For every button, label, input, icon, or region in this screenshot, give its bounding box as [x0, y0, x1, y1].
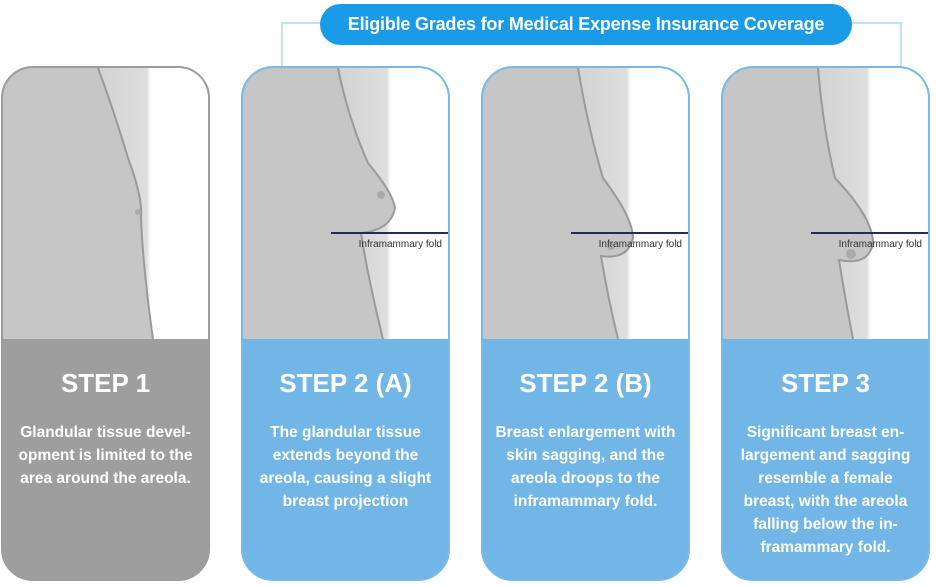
step-description: The glandular tissue extends beyond the …	[259, 424, 432, 510]
inframammary-fold-line	[811, 232, 928, 234]
torso-photo	[3, 68, 208, 339]
step-description: Breast enlargement with skin sagging, an…	[495, 424, 676, 510]
card-step-2b: Inframammary fold STEP 2 (B) Breast enla…	[481, 66, 690, 581]
fold-label: Inframammary fold	[598, 239, 682, 250]
card-step-2a: Inframammary fold STEP 2 (A) The glandul…	[241, 66, 450, 581]
coverage-header: Eligible Grades for Medical Expense Insu…	[320, 4, 852, 45]
step-description: Significant breast en-largement and sagg…	[740, 424, 911, 556]
step-title: STEP 2 (A)	[279, 368, 412, 398]
fold-label: Inframammary fold	[358, 239, 442, 250]
torso-photo: Inframammary fold	[243, 68, 448, 339]
step-title: STEP 3	[780, 368, 871, 398]
torso-photo: Inframammary fold	[723, 68, 928, 339]
card-step-3: Inframammary fold STEP 3 Significant bre…	[721, 66, 930, 581]
card-step-1: STEP 1 Glandular tissue devel-opment is …	[1, 66, 210, 581]
fold-label: Inframammary fold	[838, 239, 922, 250]
inframammary-fold-line	[571, 232, 688, 234]
step-description: Glandular tissue devel-opment is limited…	[18, 424, 193, 487]
step-title: STEP 2 (B)	[519, 368, 652, 398]
inframammary-fold-line	[331, 232, 448, 234]
step-title: STEP 1	[60, 368, 151, 398]
torso-photo: Inframammary fold	[483, 68, 688, 339]
